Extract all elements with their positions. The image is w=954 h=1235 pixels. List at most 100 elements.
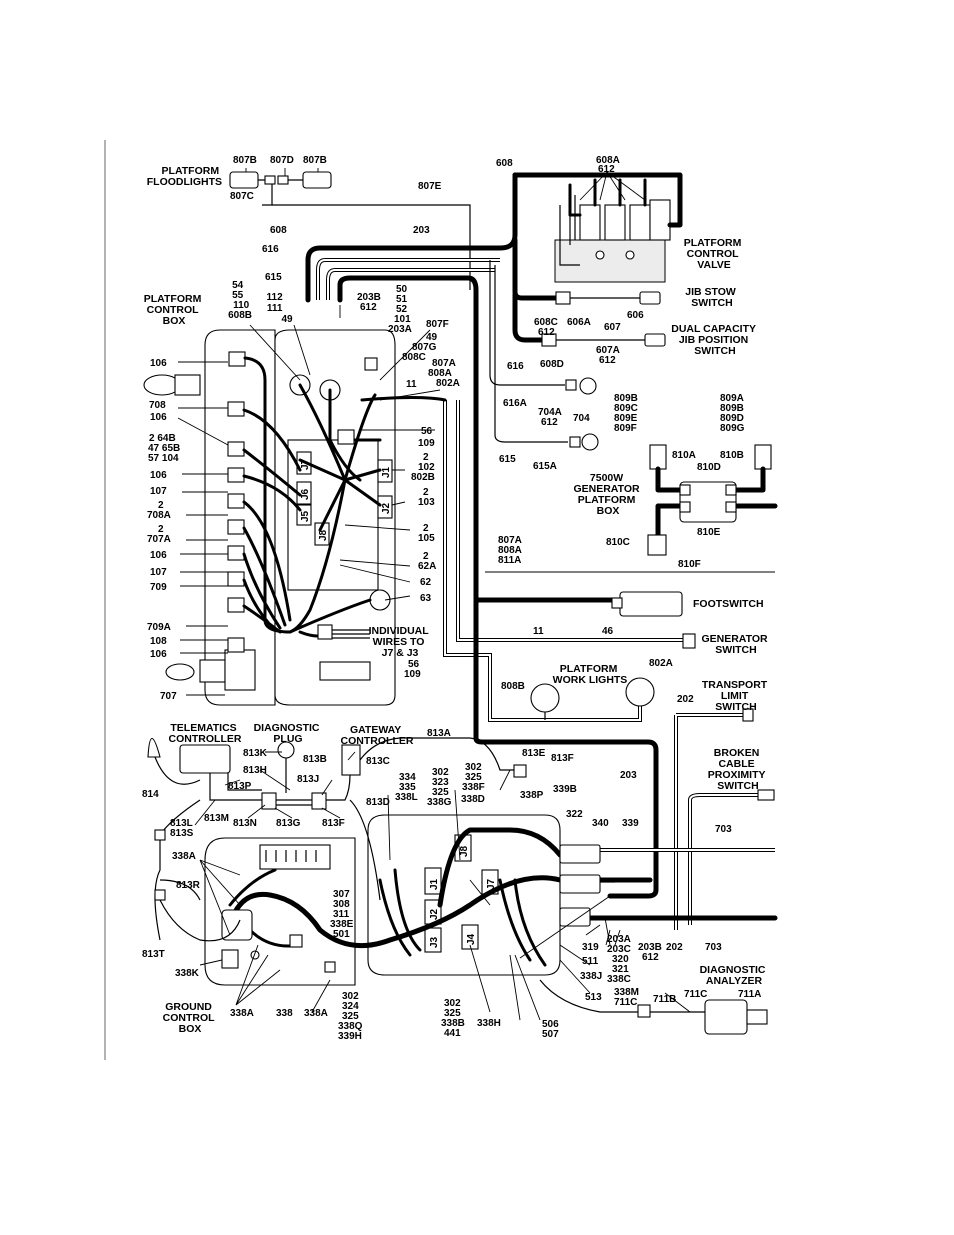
wire-label: 813M	[204, 813, 229, 824]
title-dual-capacity: DUAL CAPACITY JIB POSITION SWITCH	[671, 323, 759, 357]
connector-label: J2	[381, 502, 392, 514]
wire-label-group: 2 102 802B	[411, 452, 437, 483]
wire-label: 11	[533, 626, 544, 637]
wire-label: 813F	[322, 818, 345, 829]
wire-label: 202	[677, 694, 694, 705]
wire-label: 106	[150, 412, 167, 423]
wire-label: 46	[602, 626, 614, 637]
title-platform-control-valve: PLATFORM CONTROL VALVE	[684, 237, 744, 271]
wire-label-group: 302 325 338B 441	[441, 998, 468, 1039]
connector-label: J6	[300, 488, 311, 500]
wire-label: 203	[413, 225, 430, 236]
wire-label-group: 50 51 52 101 203A	[388, 284, 413, 335]
wire-label-group: 506 507	[542, 1019, 561, 1040]
wire-label-group: 704A 612	[538, 407, 564, 428]
wire-label: 106	[150, 470, 167, 481]
wire-label: 338	[276, 1008, 293, 1019]
wire-label: 608A	[596, 155, 620, 166]
wire-label: 709	[150, 582, 167, 593]
wire-label: 813P	[228, 781, 252, 792]
wire-label-group: 203B 612	[357, 292, 384, 313]
wire-label: 511	[582, 956, 599, 967]
title-ground-control-box: GROUND CONTROL BOX	[163, 1001, 218, 1035]
wire-label: 813E	[522, 748, 546, 759]
wire-label: 339	[622, 818, 639, 829]
wire-labels: 807B 807D 807B 807C 807E 608 608A 612 60…	[142, 155, 761, 1042]
wire-label-group: 334 335 338L	[395, 772, 418, 803]
wire-label-group: 2 62A	[418, 551, 436, 572]
wire-label: 607	[604, 322, 621, 333]
title-transport-limit-switch: TRANSPORT LIMIT SWITCH	[702, 679, 770, 713]
wire-label: 813C	[366, 756, 390, 767]
wire-label: 615	[265, 272, 282, 283]
wire-label: 615A	[533, 461, 557, 472]
wire-label: 322	[566, 809, 583, 820]
wire-label: 708	[149, 400, 166, 411]
wire-label: 338K	[175, 968, 200, 979]
wire-label-group: 2 708A	[147, 500, 171, 521]
wire-label: 814	[142, 789, 159, 800]
wire-label: 813K	[243, 748, 268, 759]
wire-label: 11	[406, 379, 417, 390]
wire-label: 810B	[720, 450, 744, 461]
connector-label: J4	[466, 933, 477, 945]
connector-label: J7	[486, 878, 497, 890]
wire-label: 616A	[503, 398, 527, 409]
connector-label: J3	[429, 936, 440, 948]
ground-connector-labels: J8 J1 J7 J2 J3 J4	[429, 845, 497, 948]
wire-label: 338D	[461, 794, 485, 805]
wire-label: 703	[705, 942, 722, 953]
wire-label: 63	[420, 593, 432, 604]
title-diagnostic-plug: DIAGNOSTIC PLUG	[254, 722, 323, 745]
title-diagnostic-analyzer: DIAGNOSTIC ANALYZER	[700, 964, 769, 987]
wire-label: 339B	[553, 784, 577, 795]
wire-label-group: 302 325 338F	[462, 762, 485, 793]
wire-label: 319	[582, 942, 599, 953]
wire-label: 606	[627, 310, 644, 321]
leader-lines	[177, 305, 691, 1021]
connector-label: J5	[300, 510, 311, 522]
wire-label: 338A	[172, 851, 196, 862]
connector-label: J2	[429, 908, 440, 920]
wire-label-group: 203A 203C 320 321 338C	[607, 934, 634, 985]
wire-label: 338A	[230, 1008, 254, 1019]
title-jib-stow-switch: JIB STOW SWITCH	[685, 286, 738, 309]
wire-label: 802A	[649, 658, 673, 669]
wire-label-group: 809B 809C 809E 809F	[614, 393, 641, 434]
wire-label: 109	[418, 438, 435, 449]
wire-label: 106	[150, 649, 167, 660]
wire-label: 338P	[520, 790, 544, 801]
connector-label: J7	[300, 458, 311, 470]
wire-label-group: 807F 49 807G 808C	[402, 319, 452, 363]
title-telematics-controller: TELEMATICS CONTROLLER	[169, 722, 242, 745]
wire-label-group: 608C 612	[534, 317, 561, 338]
connector-label: J1	[429, 878, 440, 890]
ground-control-box	[204, 814, 615, 986]
wire-label: 62	[420, 577, 432, 588]
wire-label: 106	[150, 550, 167, 561]
wire-label: 203	[620, 770, 637, 781]
connector-label: J8	[318, 529, 329, 541]
wire-label: 711A	[738, 989, 761, 1000]
wire-label-group: 2 64B 47 65B 57 104	[148, 433, 183, 464]
wire-label: 608	[496, 158, 513, 169]
wire-label: 813D	[366, 797, 390, 808]
wire-label: 810C	[606, 537, 630, 548]
wire-label: 107	[150, 486, 167, 497]
wire-label: 338J	[580, 971, 602, 982]
wire-label-group: 2 105	[418, 523, 435, 544]
wire-label: 612	[598, 164, 615, 175]
connector-label: J8	[459, 845, 470, 857]
wire-label: 807E	[418, 181, 442, 192]
wire-label-group: 2 707A	[147, 524, 171, 545]
wire-label-group: 2 103	[418, 487, 435, 508]
wire-label: 606A	[567, 317, 591, 328]
wire-label: 813R	[176, 880, 201, 891]
wire-label-group: 56 109	[404, 659, 422, 680]
wire-label: 202	[666, 942, 683, 953]
footswitch	[611, 591, 683, 617]
wire-label-group: 813L 813S	[170, 818, 195, 839]
wire-label: 108	[150, 636, 167, 647]
wire-label: 813T	[142, 949, 165, 960]
wire-label: 810F	[678, 559, 701, 570]
